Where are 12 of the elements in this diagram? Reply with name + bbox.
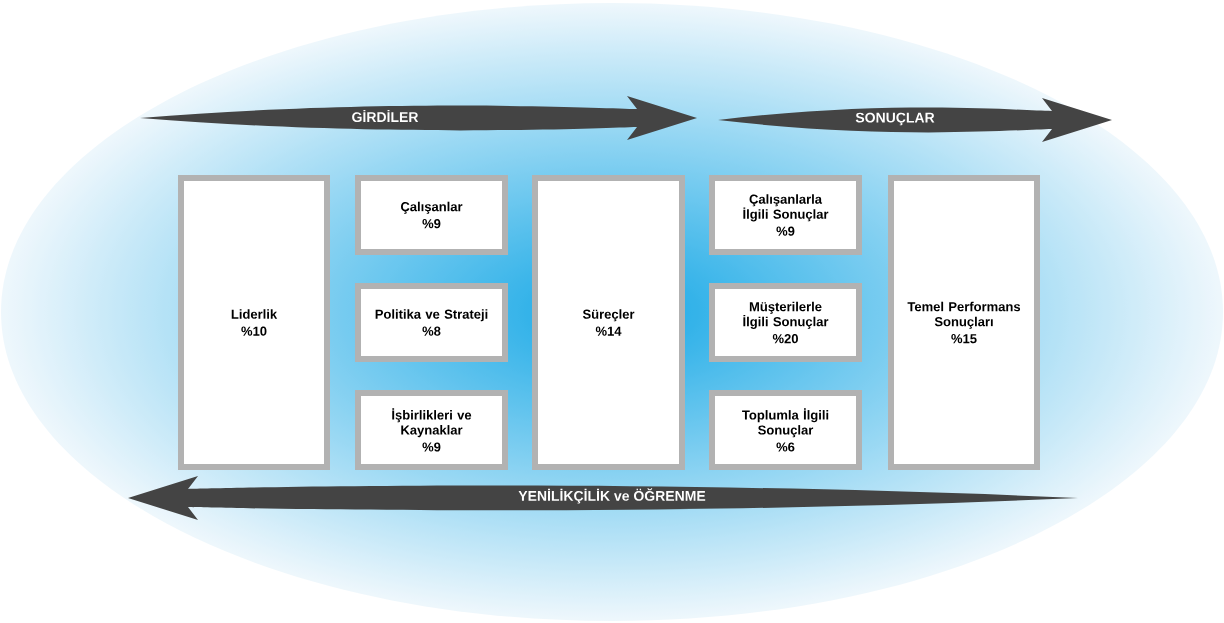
percentage-box: Müşterilerle İlgili Sonuçlar %20 — [709, 283, 862, 362]
arrow-label: SONUÇLAR — [855, 112, 935, 126]
arrow-label: YENİLİKÇİLİK ve ÖĞRENME — [518, 488, 706, 504]
percentage-box: Toplumla İlgili Sonuçlar %6 — [709, 390, 862, 470]
percentage-box: İşbirlikleri ve Kaynaklar %9 — [355, 390, 508, 470]
percentage-box: Politika ve Strateji %8 — [355, 283, 508, 362]
arrow-label: GİRDİLER — [352, 109, 419, 123]
percentage-box: Çalışanlar %9 — [355, 175, 508, 255]
percentage-box: Süreçler %14 — [532, 175, 685, 470]
percentage-box: Çalışanlarla İlgili Sonuçlar %9 — [709, 175, 862, 255]
percentage-box: Temel Performans Sonuçları %15 — [888, 175, 1040, 470]
percentage-box: Liderlik %10 — [178, 175, 330, 470]
